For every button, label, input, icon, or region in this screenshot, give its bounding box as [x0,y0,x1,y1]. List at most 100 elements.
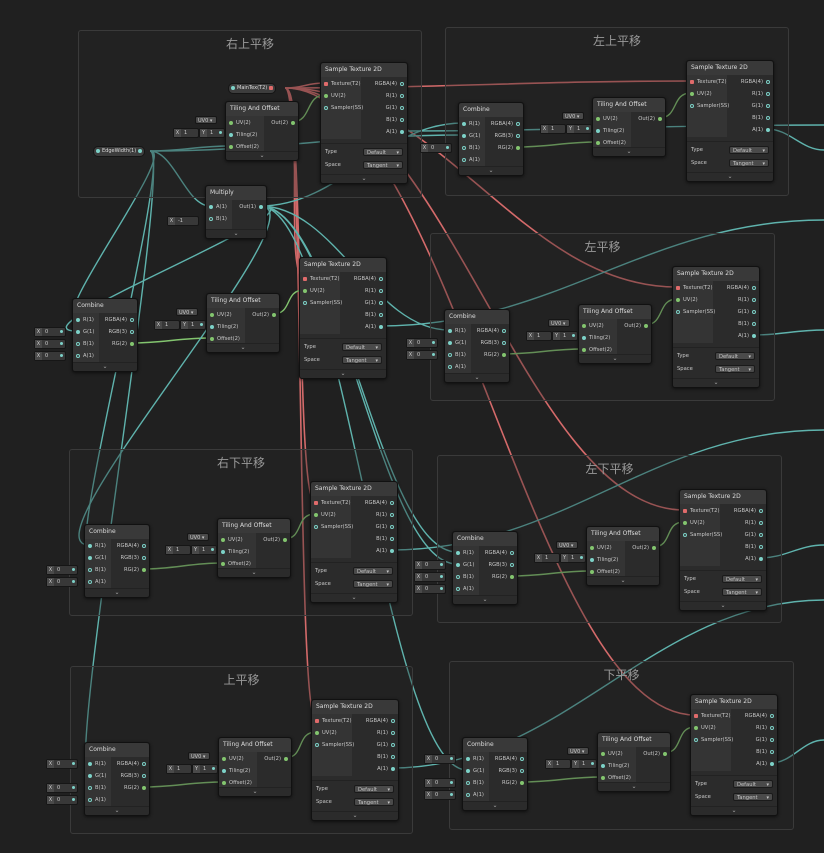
port-dot[interactable] [314,513,318,517]
output-port[interactable]: G(1) [351,522,397,532]
input-port[interactable]: Offset(2) [226,142,264,152]
port-dot[interactable] [502,353,506,357]
port-dot[interactable] [690,80,694,84]
output-port[interactable]: G(1) [361,103,407,113]
output-port[interactable]: RGBA(4) [731,711,777,721]
output-port[interactable]: RGBA(4) [340,274,386,284]
port-dot[interactable] [683,533,687,537]
chevron-down-icon[interactable]: ⌄ [352,812,358,819]
space-dropdown[interactable]: Tangent▾ [363,161,403,169]
output-port[interactable]: RG(2) [485,143,523,153]
port-dot[interactable] [209,217,213,221]
collapse-toggle[interactable]: ⌄ [218,568,290,577]
port-dot[interactable] [222,769,226,773]
output-port[interactable]: B(1) [340,310,386,320]
combine-node[interactable]: Combine⌄R(1)G(1)B(1)A(1)RGBA(4)RGB(3)RG(… [72,298,138,372]
input-port[interactable]: Texture(T2) [321,79,361,89]
main-tex-property[interactable]: MainTex(T2) [228,83,277,94]
output-port[interactable]: R(1) [340,286,386,296]
uv-channel-dropdown[interactable]: UV0 ▾ [548,319,570,327]
output-port[interactable]: RGBA(4) [361,79,407,89]
input-port[interactable]: G(1) [445,338,471,348]
port-dot[interactable] [456,563,460,567]
port-dot[interactable] [324,82,328,86]
input-port[interactable]: A(1) [206,202,232,212]
collapse-toggle[interactable]: ⌄ [73,362,137,371]
type-dropdown[interactable]: Default▾ [342,343,382,351]
output-port[interactable]: B(1) [727,113,773,123]
space-dropdown[interactable]: Tangent▾ [722,588,762,596]
input-port[interactable]: Tiling(2) [587,555,625,565]
output-port[interactable]: RGBA(4) [485,119,523,129]
input-port[interactable]: R(1) [85,759,111,769]
chevron-down-icon[interactable]: ⌄ [488,167,494,174]
port-dot[interactable] [379,301,383,305]
port-dot[interactable] [690,104,694,108]
input-port[interactable]: A(1) [459,155,485,165]
combine-node[interactable]: Combine⌄R(1)G(1)B(1)A(1)RGBA(4)RGB(3)RG(… [462,737,528,811]
port-dot[interactable] [291,121,295,125]
port-dot[interactable] [596,129,600,133]
input-port[interactable]: UV(2) [579,321,617,331]
port-dot[interactable] [283,538,287,542]
input-port[interactable]: UV(2) [680,518,720,528]
port-dot[interactable] [88,786,92,790]
chevron-down-icon[interactable]: ⌄ [727,173,733,180]
chevron-down-icon[interactable]: ⌄ [631,783,637,790]
port-dot[interactable] [520,781,524,785]
input-port[interactable]: Tiling(2) [219,766,257,776]
output-port[interactable]: RG(2) [99,339,137,349]
port-dot[interactable] [314,501,318,505]
output-port[interactable]: RG(2) [489,778,527,788]
port-dot[interactable] [303,277,307,281]
input-port[interactable]: B(1) [453,572,479,582]
input-port[interactable]: Sampler(SS) [312,740,354,750]
port-dot[interactable] [229,121,233,125]
input-port[interactable]: UV(2) [598,749,636,759]
input-port[interactable]: G(1) [85,771,111,781]
input-port[interactable]: B(1) [85,783,111,793]
collapse-toggle[interactable]: ⌄ [691,806,777,815]
edge-width-property[interactable]: EdgeWidth(1) [93,146,146,157]
chevron-down-icon[interactable]: ⌄ [626,148,632,155]
port-dot[interactable] [520,757,524,761]
port-dot[interactable] [130,342,134,346]
port-dot[interactable] [752,322,756,326]
port-dot[interactable] [390,549,394,553]
multiply-node[interactable]: Multiply⌄A(1)B(1)Out(1) [205,185,267,239]
input-port[interactable]: A(1) [85,795,111,805]
input-port[interactable]: Texture(T2) [691,711,731,721]
port-dot[interactable] [601,752,605,756]
port-dot[interactable] [259,205,263,209]
input-port[interactable]: Offset(2) [219,778,257,788]
port-dot[interactable] [130,318,134,322]
output-port[interactable]: G(1) [713,307,759,317]
port-dot[interactable] [770,726,774,730]
input-port[interactable]: Texture(T2) [300,274,340,284]
port-dot[interactable] [379,325,383,329]
output-port[interactable]: RGB(3) [479,560,517,570]
input-port[interactable]: R(1) [459,119,485,129]
collapse-toggle[interactable]: ⌄ [85,806,149,815]
input-port[interactable]: Sampler(SS) [673,307,715,317]
port-dot[interactable] [284,757,288,761]
output-port[interactable]: A(1) [720,554,766,564]
output-port[interactable]: RG(2) [479,572,517,582]
input-port[interactable]: UV(2) [312,728,352,738]
port-dot[interactable] [770,714,774,718]
output-port[interactable]: B(1) [351,534,397,544]
input-port[interactable]: Tiling(2) [579,333,617,343]
output-port[interactable]: Out(2) [245,310,279,320]
port-dot[interactable] [766,80,770,84]
input-port[interactable]: Tiling(2) [593,126,631,136]
port-dot[interactable] [766,92,770,96]
output-port[interactable]: A(1) [352,764,398,774]
port-dot[interactable] [303,301,307,305]
